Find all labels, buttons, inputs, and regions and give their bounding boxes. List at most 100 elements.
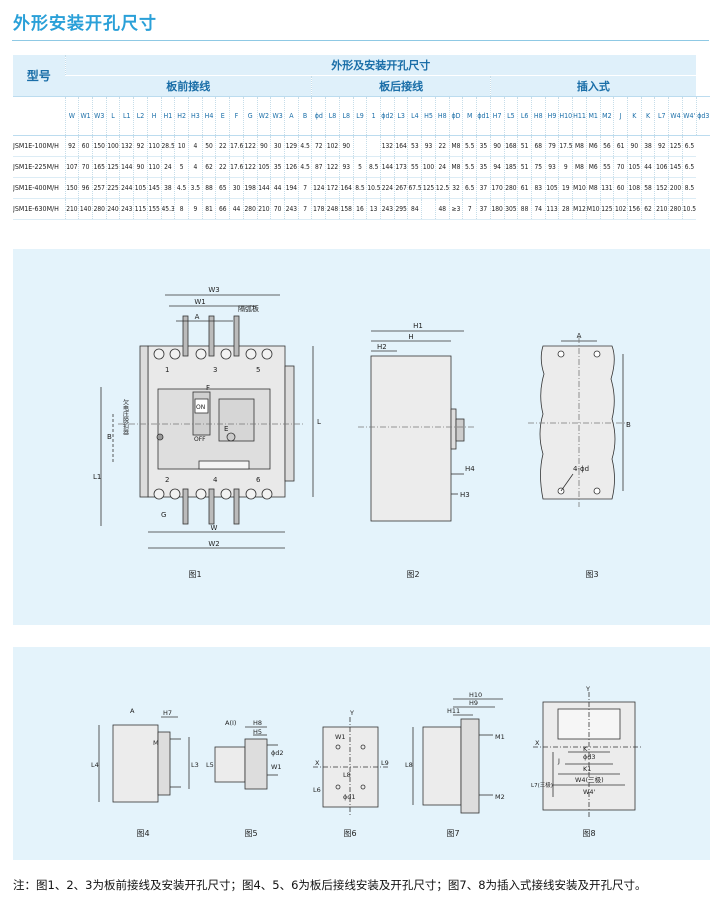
fig4-label-a: A (130, 707, 135, 715)
table-cell: 60 (613, 177, 628, 199)
table-cell: 8.5 (366, 156, 381, 178)
figure-3 (528, 337, 628, 507)
fig5-label-h8: H8 (253, 719, 262, 727)
column-header: B (297, 96, 312, 136)
fig1-label-w3: W3 (208, 286, 219, 294)
column-header: ϕd3 (695, 96, 710, 136)
table-cell: 9 (187, 198, 203, 220)
group-header-front: 板前接线 (65, 75, 312, 97)
table-cell: 105 (133, 177, 148, 199)
table-cell: 30 (270, 135, 285, 157)
table-cell: 122 (242, 156, 258, 178)
table-cell: 210 (64, 198, 79, 220)
model-header: 型号 (13, 55, 65, 97)
table-cell: M10 (585, 198, 601, 220)
table-cell: 93 (544, 156, 559, 178)
table-cell: 158 (338, 198, 354, 220)
figure-5 (214, 726, 278, 790)
fig6-label-d1: ϕd1 (343, 793, 356, 801)
table-cell: 7 (297, 198, 312, 220)
table-cell: 129 (284, 135, 299, 157)
fig1-label-e: E (224, 425, 228, 433)
fig5-label-w1: W1 (271, 763, 282, 771)
fig1-label-w1: W1 (194, 298, 205, 306)
table-cell: 90 (256, 135, 271, 157)
table-cell: 10.5 (681, 198, 697, 220)
table-cell: 92 (133, 135, 148, 157)
page-title: 外形安装开孔尺寸 (13, 14, 157, 34)
fig5-label-h5: H5 (253, 728, 262, 736)
table-cell: 66 (215, 198, 230, 220)
table-cell: M6 (585, 135, 601, 157)
table-cell: 8.5 (681, 177, 697, 199)
fig6-label-w1: W1 (335, 733, 346, 741)
column-header: W4 (668, 96, 683, 136)
fig1-label-off: OFF (194, 436, 206, 443)
table-cell: 16 (352, 198, 367, 220)
table-cell: 74 (530, 198, 546, 220)
table-cell: 70 (270, 198, 285, 220)
table-cell: 4.5 (174, 177, 189, 199)
table-cell: 125 (421, 177, 436, 199)
fig1-label-g: G (161, 511, 166, 519)
fig8-caption: 图8 (582, 829, 595, 838)
table-cell: 55 (407, 156, 422, 178)
table-cell: 122 (242, 135, 258, 157)
table-cell: 5.5 (462, 135, 477, 157)
fig1-label-w: W (211, 524, 218, 532)
footnote: 注：图1、2、3为板前接线及安装开孔尺寸；图4、5、6为板后接线安装及开孔尺寸；… (13, 878, 647, 892)
table-cell: 90 (133, 156, 148, 178)
table-cell: 243 (284, 198, 299, 220)
table-cell: 81 (201, 198, 216, 220)
column-header: L2 (133, 96, 148, 136)
table-cell: 61 (517, 177, 532, 199)
table-cell: 106 (654, 156, 669, 178)
table-cell: 6.5 (681, 156, 697, 178)
figure-8 (533, 692, 643, 817)
column-header: W3 (91, 96, 107, 136)
table-cell: 6.5 (462, 177, 477, 199)
column-header: L6 (517, 96, 532, 136)
table-cell: 72 (311, 135, 326, 157)
table-cell: 92 (654, 135, 669, 157)
table-cell: 150 (64, 177, 79, 199)
table-cell: 122 (325, 156, 340, 178)
fig4-caption: 图4 (136, 829, 149, 838)
table-cell: 45.3 (160, 198, 175, 220)
table-cell: 144 (380, 156, 395, 178)
table-cell: 51 (517, 156, 532, 178)
table-cell: 17.6 (229, 156, 244, 178)
table-cell: 125 (105, 156, 120, 178)
table-cell: 295 (393, 198, 408, 220)
table-cell: 17.6 (229, 135, 244, 157)
table-cell: 6.5 (681, 135, 697, 157)
column-header: H10 (558, 96, 573, 136)
table-cell: 62 (201, 156, 216, 178)
table-cell: 7 (462, 198, 477, 220)
fig6-caption: 图6 (343, 829, 356, 838)
fig3-caption: 图3 (585, 570, 598, 579)
table-cell: 125 (599, 198, 614, 220)
fig1-label-f: F (206, 384, 210, 392)
table-cell: 100 (421, 156, 436, 178)
column-header: E (215, 96, 230, 136)
column-header: L (105, 96, 120, 136)
column-header-blank (13, 96, 65, 136)
table-cell: 5 (352, 156, 367, 178)
table-cell: 9 (558, 156, 573, 178)
table-cell: 244 (119, 177, 134, 199)
table-cell: 165 (91, 156, 107, 178)
table-cell: 61 (613, 135, 628, 157)
figure-1 (100, 294, 314, 549)
column-header: M (462, 96, 477, 136)
fig5-label-d2: ϕd2 (271, 749, 284, 757)
column-header: W4' (681, 96, 697, 136)
table-cell: 28.5 (160, 135, 175, 157)
table-cell: 7 (297, 177, 312, 199)
column-header: A (284, 96, 299, 136)
fig1-label-l1: L1 (93, 473, 101, 481)
fig3-label-a: A (577, 332, 582, 340)
fig8-label-w4: W4(三极) (575, 775, 604, 784)
table-cell (366, 135, 381, 157)
